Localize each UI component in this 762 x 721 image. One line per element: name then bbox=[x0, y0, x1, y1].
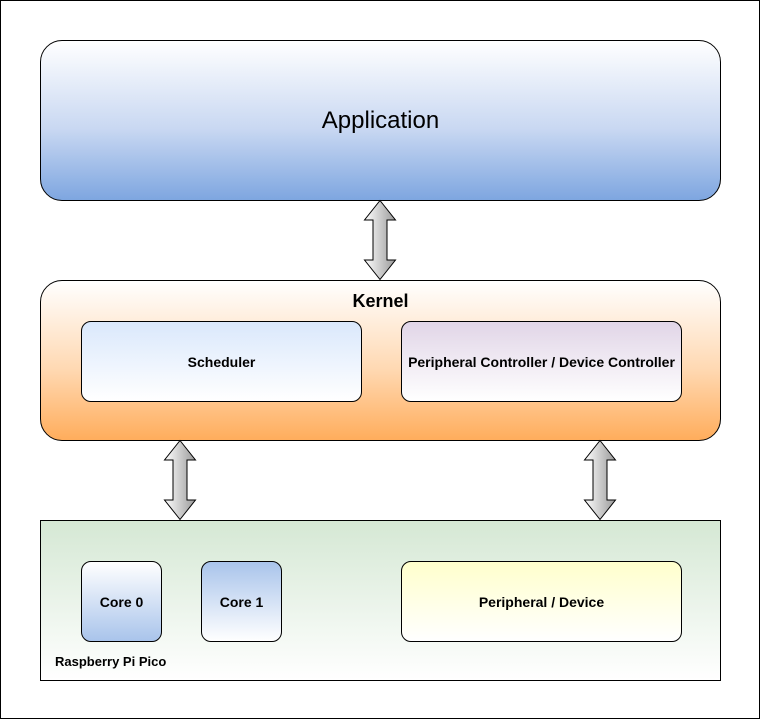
scheduler-core-arrow bbox=[163, 439, 197, 521]
core-0-block: Core 0 bbox=[81, 561, 162, 642]
scheduler-block: Scheduler bbox=[81, 321, 362, 402]
peripheral-device-label: Peripheral / Device bbox=[478, 593, 605, 610]
kernel-block: Kernel Scheduler Peripheral Controller /… bbox=[40, 280, 721, 441]
scheduler-label: Scheduler bbox=[187, 353, 256, 370]
controller-peripheral-arrow bbox=[583, 439, 617, 521]
kernel-title: Kernel bbox=[352, 291, 409, 311]
peripheral-controller-label: Peripheral Controller / Device Controlle… bbox=[408, 353, 675, 370]
core-1-label: Core 1 bbox=[219, 593, 264, 610]
peripheral-device-block: Peripheral / Device bbox=[401, 561, 682, 642]
application-kernel-arrow bbox=[363, 199, 397, 281]
board-label: Raspberry Pi Pico bbox=[55, 654, 167, 669]
core-0-label: Core 0 bbox=[99, 593, 144, 610]
application-label: Application bbox=[321, 106, 440, 134]
raspberry-pi-pico-block: Core 0 Core 1 Peripheral / Device Raspbe… bbox=[40, 520, 721, 681]
core-1-block: Core 1 bbox=[201, 561, 282, 642]
application-block: Application bbox=[40, 40, 721, 201]
peripheral-controller-block: Peripheral Controller / Device Controlle… bbox=[401, 321, 682, 402]
